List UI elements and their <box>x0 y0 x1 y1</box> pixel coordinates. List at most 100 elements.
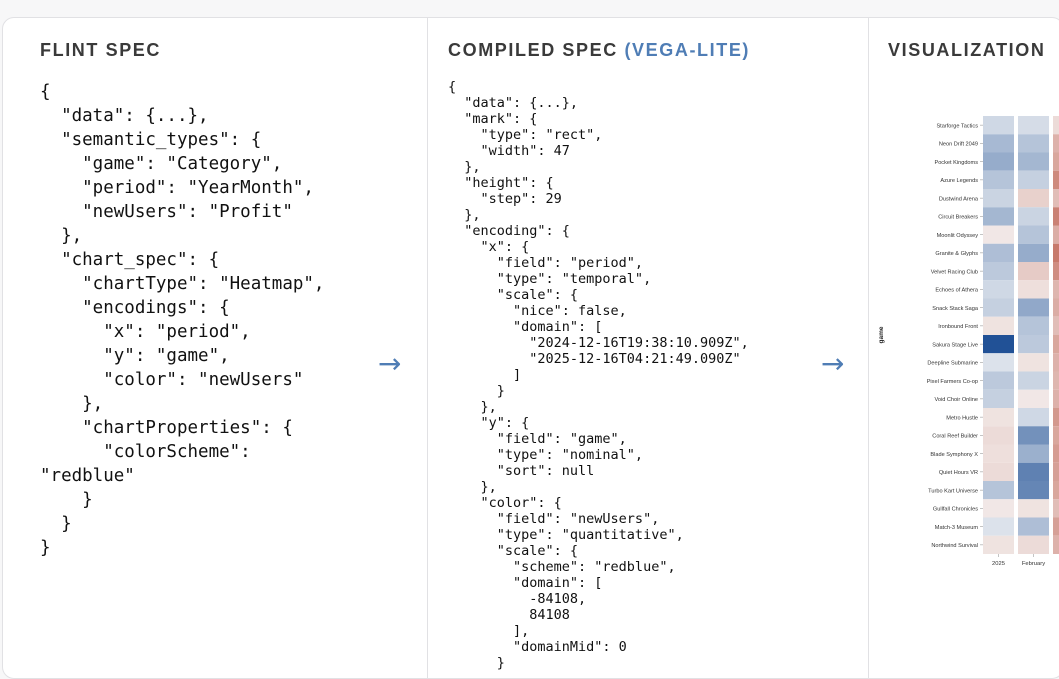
heatmap-cell <box>983 116 1014 135</box>
heatmap-cell <box>1018 371 1049 390</box>
heatmap-cell <box>1053 134 1059 153</box>
heatmap-cell <box>983 189 1014 208</box>
heatmap-cell <box>1018 353 1049 372</box>
heatmap-cell <box>1053 225 1059 244</box>
y-tick-label: Moonlit Odyssey <box>937 233 979 239</box>
heatmap-cell <box>983 298 1014 317</box>
heatmap-cell <box>1053 481 1059 500</box>
heatmap-cell <box>983 371 1014 390</box>
heatmap-cell <box>1053 152 1059 171</box>
heatmap-cell <box>1018 444 1049 463</box>
heatmap-cell <box>1053 116 1059 135</box>
heatmap-cell <box>983 207 1014 226</box>
y-tick-label: Coral Reef Builder <box>932 434 978 440</box>
heatmap-cell <box>1018 517 1049 536</box>
heatmap-cell <box>983 389 1014 408</box>
heatmap-cell <box>983 225 1014 244</box>
y-tick-label: Echoes of Athera <box>935 288 978 294</box>
heatmap-cell <box>1053 280 1059 299</box>
y-tick-label: Quiet Hours VR <box>939 470 978 476</box>
heatmap-cell <box>1018 335 1049 354</box>
y-tick-label: Deepline Submarine <box>927 361 978 367</box>
arrow-right-icon: → <box>378 347 402 380</box>
y-tick-label: Pocket Kingdoms <box>934 160 978 166</box>
heatmap-cell <box>1018 189 1049 208</box>
compiled-spec-title: COMPILED SPEC (VEGA-LITE) <box>448 40 750 61</box>
y-axis-label: game <box>878 326 885 343</box>
heatmap-cell <box>1053 462 1059 481</box>
y-tick-label: Granite & Glyphs <box>935 251 978 257</box>
y-tick-label: Ironbound Front <box>938 324 978 330</box>
heatmap-cell <box>1018 389 1049 408</box>
spec-comparison-frame: FLINT SPEC { "data": {...}, "semantic_ty… <box>2 17 1059 679</box>
heatmap-cell <box>1018 499 1049 518</box>
heatmap-cell <box>1053 535 1059 554</box>
heatmap-cell <box>1053 371 1059 390</box>
heatmap-cell <box>1053 444 1059 463</box>
compiled-spec-title-accent: (VEGA-LITE) <box>624 40 751 60</box>
y-tick-label: Sakura Stage Live <box>932 342 978 348</box>
heatmap-cell <box>1018 152 1049 171</box>
arrow-right-icon: → <box>821 347 845 380</box>
heatmap-cell <box>983 481 1014 500</box>
heatmap-cell <box>1053 298 1059 317</box>
visualization-title: VISUALIZATION <box>888 40 1046 60</box>
heatmap-cell <box>983 517 1014 536</box>
y-tick-label: Dustwind Arena <box>939 196 979 202</box>
heatmap-cell <box>1053 353 1059 372</box>
heatmap-cell <box>1018 225 1049 244</box>
heatmap-cell <box>983 353 1014 372</box>
compiled-spec-code: { "data": {...}, "mark": { "type": "rect… <box>448 79 749 671</box>
x-tick-label: February <box>1022 561 1045 567</box>
heatmap-cell <box>983 499 1014 518</box>
heatmap-cell <box>1018 462 1049 481</box>
heatmap-cell <box>1053 262 1059 281</box>
flint-spec-title: FLINT SPEC <box>40 40 162 60</box>
compiled-spec-panel: COMPILED SPEC (VEGA-LITE) { "data": {...… <box>428 18 869 678</box>
heatmap-cell <box>1018 408 1049 427</box>
y-tick-label: Northwind Survival <box>931 543 978 549</box>
heatmap-cell <box>1018 280 1049 299</box>
y-tick-label: Turbo Kart Universe <box>928 488 978 494</box>
heatmap-cell <box>983 444 1014 463</box>
heatmap-cell <box>1018 170 1049 189</box>
y-tick-label: Match-3 Museum <box>935 525 979 531</box>
heatmap-cell <box>1053 316 1059 335</box>
heatmap-cell <box>983 152 1014 171</box>
heatmap-cell <box>983 134 1014 153</box>
y-tick-label: Snack Stack Saga <box>932 306 979 312</box>
heatmap-cell <box>1018 535 1049 554</box>
heatmap-cell <box>1018 134 1049 153</box>
heatmap-cell <box>983 408 1014 427</box>
y-tick-label: Void Choir Online <box>934 397 978 403</box>
heatmap-cell <box>1053 499 1059 518</box>
y-tick-label: Blade Symphony X <box>930 452 978 458</box>
y-tick-label: Pixel Farmers Co-op <box>927 379 978 385</box>
y-tick-label: Circuit Breakers <box>938 215 978 221</box>
heatmap-cell <box>983 280 1014 299</box>
flint-spec-panel: FLINT SPEC { "data": {...}, "semantic_ty… <box>3 18 428 678</box>
heatmap-cell <box>1018 298 1049 317</box>
heatmap-cell <box>1018 316 1049 335</box>
y-tick-label: Starforge Tactics <box>936 123 978 129</box>
y-tick-label: Azure Legends <box>940 178 978 184</box>
heatmap-cell <box>983 462 1014 481</box>
heatmap-cell <box>1018 243 1049 262</box>
flint-spec-code: { "data": {...}, "semantic_types": { "ga… <box>40 82 325 558</box>
heatmap-cell <box>1053 517 1059 536</box>
heatmap-cell <box>983 535 1014 554</box>
heatmap-cell <box>983 170 1014 189</box>
y-tick-label: Gullfall Chronicles <box>933 507 978 513</box>
heatmap-cell <box>1053 189 1059 208</box>
heatmap-cell <box>1018 116 1049 135</box>
heatmap-cell <box>983 426 1014 445</box>
heatmap-cell <box>1053 243 1059 262</box>
heatmap-cell <box>1018 207 1049 226</box>
heatmap-cell <box>1053 335 1059 354</box>
x-tick-label: 2025 <box>992 561 1005 567</box>
y-tick-label: Velvet Racing Club <box>931 269 978 275</box>
heatmap-cell <box>1018 426 1049 445</box>
compiled-spec-title-text: COMPILED SPEC <box>448 40 618 60</box>
heatmap-cell <box>1018 262 1049 281</box>
